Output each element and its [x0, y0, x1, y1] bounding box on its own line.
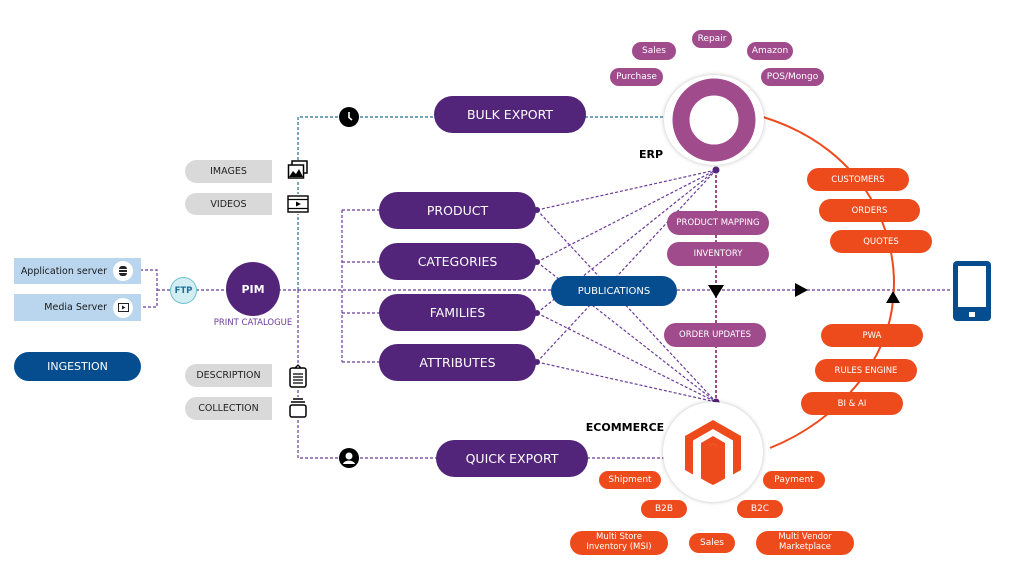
erp-module-pos-mongo[interactable]: POS/Mongo: [761, 68, 824, 86]
arrow-down-icon: [708, 285, 724, 298]
sync-inventory[interactable]: INVENTORY: [667, 242, 769, 266]
ingestion-button[interactable]: INGESTION: [14, 352, 141, 381]
video-file-icon: [113, 297, 133, 318]
ecom-module-marketplace[interactable]: Multi Vendor Marketplace: [756, 531, 854, 555]
images-tag[interactable]: IMAGES: [185, 160, 272, 183]
crm-orders[interactable]: ORDERS: [819, 199, 920, 222]
ecom-module-msi[interactable]: Multi Store Inventory (MSI): [570, 531, 668, 555]
clipboard-icon: [288, 364, 308, 388]
pim-node[interactable]: PIM: [226, 262, 280, 316]
frontend-rules-engine[interactable]: RULES ENGINE: [815, 359, 917, 382]
erp-ring-icon: [672, 78, 756, 162]
ecommerce-node[interactable]: [663, 402, 763, 502]
server-connector: [140, 269, 170, 308]
arrow-up-icon: [886, 291, 900, 303]
magento-logo-icon: [685, 420, 741, 485]
video-film-icon: [287, 194, 309, 214]
ecommerce-label: ECOMMERCE: [585, 420, 665, 434]
collection-icon: [288, 397, 308, 419]
ecom-module-shipment[interactable]: Shipment: [599, 471, 661, 489]
erp-label: ERP: [638, 147, 664, 161]
entity-attributes[interactable]: ATTRIBUTES: [379, 344, 536, 381]
quick-export-path: [297, 290, 665, 459]
erp-node: [712, 166, 720, 174]
arrow-right-icon: [795, 283, 808, 297]
crm-customers[interactable]: CUSTOMERS: [807, 168, 909, 191]
quick-export-button[interactable]: QUICK EXPORT: [436, 440, 588, 477]
bulk-export-path: [297, 116, 668, 290]
videos-tag[interactable]: VIDEOS: [185, 193, 272, 215]
erp-module-amazon[interactable]: Amazon: [747, 42, 793, 60]
ecom-module-b2b[interactable]: B2B: [641, 500, 687, 518]
user-icon: [339, 448, 359, 468]
collection-tag[interactable]: COLLECTION: [185, 397, 272, 420]
erp-module-purchase[interactable]: Purchase: [610, 68, 663, 86]
frontend-pwa[interactable]: PWA: [821, 324, 923, 347]
entity-product[interactable]: PRODUCT: [379, 192, 536, 229]
sync-product-mapping[interactable]: PRODUCT MAPPING: [667, 211, 769, 235]
pim-caption: PRINT CATALOGUE: [213, 318, 293, 328]
entity-families[interactable]: FAMILIES: [379, 294, 536, 331]
frontend-bi-ai[interactable]: BI & AI: [801, 392, 903, 415]
erp-module-repair[interactable]: Repair: [692, 30, 732, 48]
mobile-device-icon[interactable]: [952, 260, 992, 322]
ecom-module-b2c[interactable]: B2C: [737, 500, 783, 518]
ecom-module-payment[interactable]: Payment: [763, 471, 825, 489]
sync-order-updates[interactable]: ORDER UPDATES: [664, 323, 766, 347]
database-icon: [113, 261, 133, 281]
erp-node[interactable]: [664, 75, 764, 165]
images-icon: [287, 160, 309, 180]
entity-categories[interactable]: CATEGORIES: [379, 243, 536, 280]
clock-icon: [339, 107, 359, 127]
publications-button[interactable]: PUBLICATIONS: [551, 276, 677, 306]
description-tag[interactable]: DESCRIPTION: [185, 364, 272, 387]
crm-quotes[interactable]: QUOTES: [830, 230, 932, 253]
application-server-box[interactable]: Application server: [14, 258, 141, 284]
ftp-node[interactable]: FTP: [170, 277, 197, 304]
media-server-box[interactable]: Media Server: [14, 294, 141, 321]
erp-module-sales[interactable]: Sales: [632, 42, 676, 60]
entity-bracket: [341, 209, 380, 363]
bulk-export-button[interactable]: BULK EXPORT: [434, 96, 586, 133]
ecom-module-sales[interactable]: Sales: [689, 533, 735, 553]
